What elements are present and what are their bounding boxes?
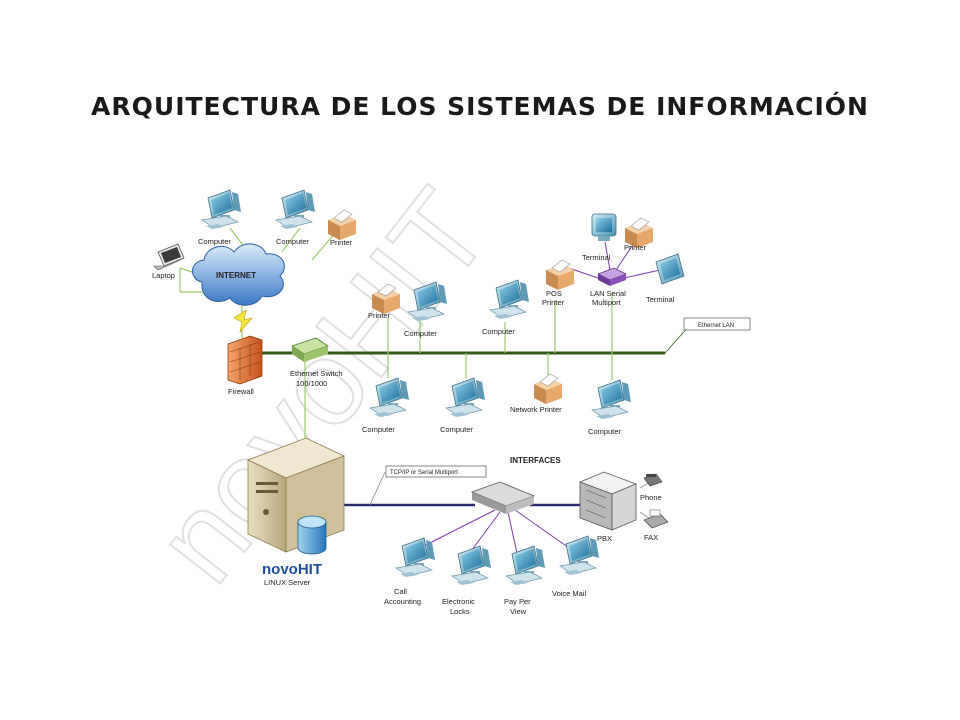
computer-6-label: Computer <box>440 425 473 434</box>
brand-label: novoHIT <box>262 561 322 578</box>
printer-1-label: Printer <box>330 238 353 247</box>
network-printer-label: Network Printer <box>510 405 562 414</box>
voice-mail-label: Voice Mail <box>552 589 587 598</box>
pos-printer-label-line1: POS <box>546 289 562 298</box>
fax-icon: FAX <box>643 509 669 542</box>
network-printer: Network Printer <box>510 373 563 414</box>
computer-1: Computer <box>198 189 242 246</box>
printer-3-label: Printer <box>624 243 647 252</box>
phone-icon: Phone <box>640 473 663 502</box>
switch-label-line1: Ethernet Switch <box>290 369 343 378</box>
computer-3-label: Computer <box>404 329 437 338</box>
server-label: LINUX Server <box>264 578 311 587</box>
printer-2: Printer <box>368 283 401 320</box>
tcpip-label: TCP/IP or Serial Multiport <box>390 470 458 476</box>
pay-per-view-label-line1: Pay Per <box>504 597 531 606</box>
printer-1: Printer <box>327 209 357 247</box>
lan-serial-multiport: LAN Serial Multiport <box>590 267 627 307</box>
computer-2: Computer <box>275 189 316 246</box>
interfaces-label: INTERFACES <box>510 456 561 465</box>
computer-7-label: Computer <box>588 427 621 436</box>
laptop: Laptop <box>152 243 185 280</box>
pay-per-view: Pay Per View <box>504 545 546 616</box>
terminal-1: Terminal <box>582 213 617 262</box>
pos-printer-label-line2: Printer <box>542 298 565 307</box>
computer-4: Computer <box>482 279 530 336</box>
lightning-icon <box>233 309 253 334</box>
electronic-locks-label-line2: Locks <box>450 607 470 616</box>
tcpip-callout: TCP/IP or Serial Multiport <box>385 465 487 478</box>
laptop-label: Laptop <box>152 271 175 280</box>
call-accounting-label-line2: Accounting <box>384 597 421 606</box>
computer-2-label: Computer <box>276 237 309 246</box>
call-accounting: Call Accounting <box>384 537 436 606</box>
electronic-locks-label-line1: Electronic <box>442 597 475 606</box>
computer-5: Computer <box>362 377 410 434</box>
phone-label: Phone <box>640 493 662 502</box>
voice-mail: Voice Mail <box>552 535 600 598</box>
printer-2-label: Printer <box>368 311 391 320</box>
electronic-locks: Electronic Locks <box>442 545 492 616</box>
ethernet-lan-callout: Ethernet LAN <box>683 317 751 331</box>
pbx: PBX <box>578 471 638 543</box>
ethernet-switch: Ethernet Switch 100/1000 <box>290 337 343 388</box>
computer-1-label: Computer <box>198 237 231 246</box>
computer-7: Computer <box>588 379 632 436</box>
serial-hub <box>470 481 536 514</box>
internet-label: INTERNET <box>216 271 256 280</box>
lan-label-line1: LAN Serial <box>590 289 626 298</box>
computer-4-label: Computer <box>482 327 515 336</box>
terminal-2: Terminal <box>646 253 685 304</box>
internet-cloud: INTERNET <box>192 243 285 306</box>
terminal-2-label: Terminal <box>646 295 675 304</box>
pay-per-view-label-line2: View <box>510 607 527 616</box>
computer-3: Computer <box>404 281 448 338</box>
fax-label: FAX <box>644 533 658 542</box>
computer-5-label: Computer <box>362 425 395 434</box>
computer-6: Computer <box>440 377 486 434</box>
call-accounting-label-line1: Call <box>394 587 407 596</box>
page-title: ARQUITECTURA DE LOS SISTEMAS DE INFORMAC… <box>91 92 869 121</box>
linux-server: novoHIT LINUX Server <box>246 437 346 587</box>
lan-label-line2: Multiport <box>592 298 622 307</box>
pbx-label: PBX <box>597 534 612 543</box>
terminal-1-label: Terminal <box>582 253 611 262</box>
pos-printer: POS Printer <box>542 259 575 307</box>
firewall-label: Firewall <box>228 387 254 396</box>
switch-label-line2: 100/1000 <box>296 379 327 388</box>
ethernet-lan-label: Ethernet LAN <box>698 323 734 329</box>
firewall: Firewall <box>227 335 263 396</box>
printer-3: Printer <box>624 217 654 252</box>
